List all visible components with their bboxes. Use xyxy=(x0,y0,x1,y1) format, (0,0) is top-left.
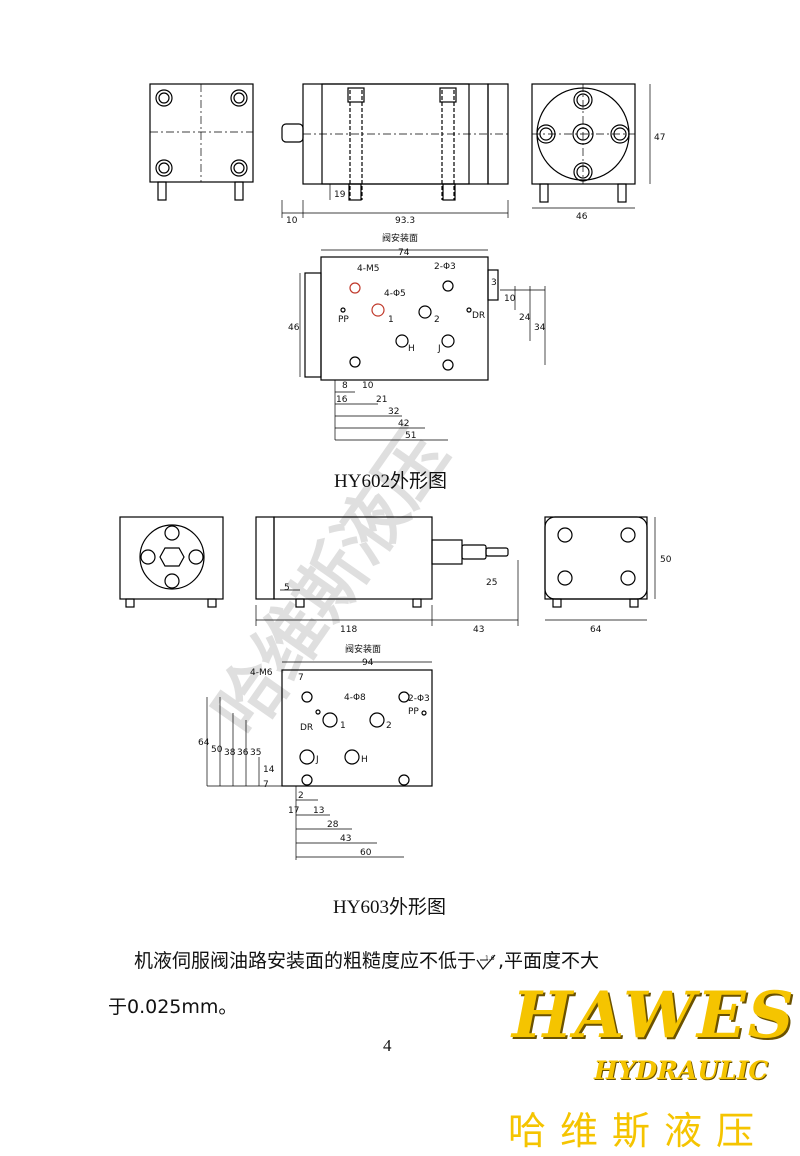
finish-value: 1.6 xyxy=(485,955,495,962)
logo-chinese-name: 哈维斯液压 xyxy=(508,1109,769,1153)
hy602-dim-46: 46 xyxy=(576,212,588,222)
hy603-label-d3: 2-Φ3 xyxy=(408,694,430,704)
hy603-dim-118: 118 xyxy=(340,625,357,635)
hy603-dim-l64: 64 xyxy=(198,738,210,748)
hy603-label-dr: DR xyxy=(300,723,313,733)
hawes-logo: HAWES xyxy=(512,978,796,1053)
hy602-label-d3: 2-Φ3 xyxy=(434,262,456,272)
hy602-dim-b16: 16 xyxy=(336,395,348,405)
hy603-face-title: 阀安装面 xyxy=(345,643,381,655)
hy603-label-pp: PP xyxy=(408,707,419,717)
hy602-label-1: 1 xyxy=(388,315,394,325)
hy602-dim-b8: 8 xyxy=(342,381,348,391)
hy602-label-pp: PP xyxy=(338,315,349,325)
hy602-dim-b21: 21 xyxy=(376,395,387,405)
hydraulic-logo-text: HYDRAULIC xyxy=(594,1056,769,1085)
hy603-label-j: J xyxy=(315,755,319,765)
hy603-dim-l38: 38 xyxy=(224,748,236,758)
hy602-dim-b51: 51 xyxy=(405,431,416,441)
hy603-dim-64: 64 xyxy=(590,625,602,635)
hy602-dim-b42: 42 xyxy=(398,419,409,429)
hy603-dim-l7: 7 xyxy=(263,780,269,790)
surface-finish-icon: 1.6 xyxy=(476,954,496,970)
hy603-dim-l36: 36 xyxy=(237,748,249,758)
hy603-dim-5: 5 xyxy=(284,583,290,593)
requirement-line-1: 机液伺服阀油路安装面的粗糙度应不低于 1.6,平面度不大 xyxy=(134,946,599,973)
hy603-dim-43: 43 xyxy=(473,625,484,635)
hy602-dim-r24: 24 xyxy=(519,313,531,323)
hy603-label-h: H xyxy=(361,755,368,765)
hy603-dim-25: 25 xyxy=(486,578,497,588)
hy602-dim-r34: 34 xyxy=(534,323,546,333)
hy603-dim-b28: 28 xyxy=(327,820,339,830)
hy603-dim-50: 50 xyxy=(660,555,672,565)
hy603-dim-b2: 2 xyxy=(298,791,304,801)
hy602-dim-r3: 3 xyxy=(491,278,497,288)
hy603-caption: HY603外形图 xyxy=(333,897,446,918)
hy602-dim-19: 19 xyxy=(334,190,346,200)
hy602-caption: HY602外形图 xyxy=(334,471,447,492)
hy602-face-title: 阀安装面 xyxy=(382,232,418,244)
hy602-dim-r10: 10 xyxy=(504,294,516,304)
hy603-face-dim-top: 94 xyxy=(362,658,374,668)
requirement-line-2: 于0.025mm。 xyxy=(108,996,238,1018)
hy602-face-dim-top: 74 xyxy=(398,248,410,258)
hy603-label-2: 2 xyxy=(386,721,392,731)
hy602-dim-93: 93.3 xyxy=(395,216,415,226)
hy603-label-d8: 4-Φ8 xyxy=(344,693,366,703)
page-number: 4 xyxy=(383,1036,392,1055)
hy602-label-d5: 4-Φ5 xyxy=(384,289,406,299)
hy603-dim-l50: 50 xyxy=(211,745,223,755)
requirement-text-a: 机液伺服阀油路安装面的粗糙度应不低于 xyxy=(134,950,477,972)
hy602-label-h: H xyxy=(408,344,415,354)
hy603-label-m6: 4-M6 xyxy=(250,668,273,678)
hy603-dim-b43: 43 xyxy=(340,834,351,844)
requirement-text-b: ,平面度不大 xyxy=(498,950,600,972)
hy602-face-dim-left: 46 xyxy=(288,323,300,333)
hy602-dim-10: 10 xyxy=(286,216,298,226)
hy602-label-j: J xyxy=(437,344,441,354)
hy603-label-1: 1 xyxy=(340,721,346,731)
hy602-dim-b32: 32 xyxy=(388,407,399,417)
hy603-dim-l14: 14 xyxy=(263,765,275,775)
hy602-label-2: 2 xyxy=(434,315,440,325)
hy603-dim-b13: 13 xyxy=(313,806,324,816)
hy603-dim-t7: 7 xyxy=(298,673,304,683)
hy603-dim-b60: 60 xyxy=(360,848,372,858)
hy602-label-dr: DR xyxy=(472,311,485,321)
hy603-dim-l35: 35 xyxy=(250,748,261,758)
hy602-dim-47: 47 xyxy=(654,133,665,143)
hy602-label-m5: 4-M5 xyxy=(357,264,379,274)
hy603-dim-b17: 17 xyxy=(288,806,299,816)
hy602-dim-b10: 10 xyxy=(362,381,374,391)
